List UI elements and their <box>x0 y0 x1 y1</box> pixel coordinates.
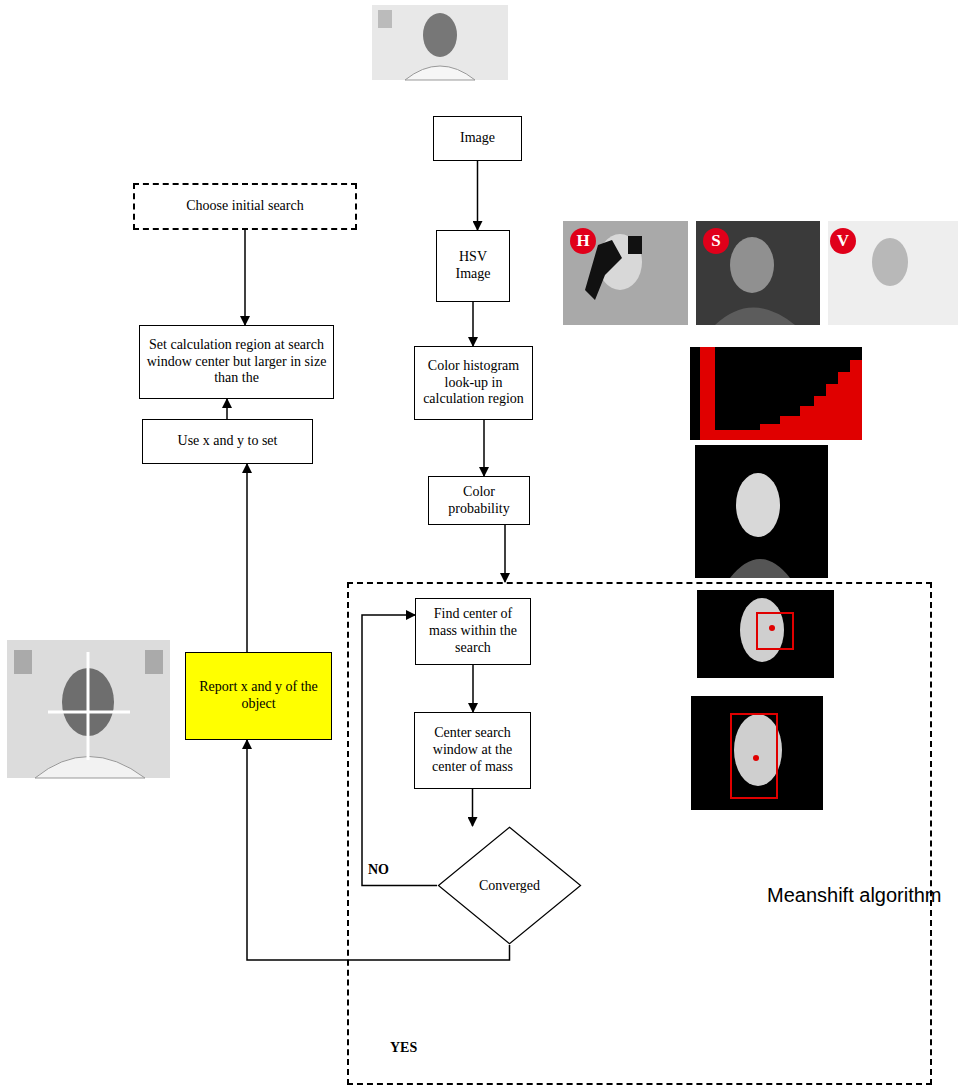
s-badge <box>703 228 729 254</box>
node-text: Find center of mass within the search <box>420 606 526 656</box>
v-face <box>872 238 908 286</box>
process-box: Center search window at the center of ma… <box>414 712 531 789</box>
diamond-shape <box>438 827 580 944</box>
flow-arrow <box>477 161 479 230</box>
node-text: Converged <box>479 878 540 894</box>
mass-ground <box>697 590 834 678</box>
crosshair <box>48 711 130 714</box>
channel-letter: V <box>830 228 856 254</box>
photo-head <box>423 13 457 57</box>
crosshair <box>87 652 90 760</box>
flow-arrow <box>472 665 474 712</box>
centered-window-image <box>691 696 823 810</box>
result-body <box>35 757 145 779</box>
region-title: Meanshift algorithm <box>767 884 942 907</box>
node-text: Set calculation region at search window … <box>144 337 329 387</box>
result-photo <box>7 640 170 778</box>
v-image <box>828 221 958 325</box>
photo-ground <box>372 5 508 80</box>
process-box: Set calculation region at search window … <box>139 325 334 399</box>
histogram-bars <box>700 347 862 440</box>
center-mass-image <box>697 590 834 678</box>
process-box: Image <box>433 116 522 161</box>
channel-letter: H <box>570 228 596 254</box>
decision-diamond: Converged <box>437 826 582 945</box>
flow-arrow <box>246 464 248 652</box>
photo-body <box>405 66 475 80</box>
node-text: Image <box>460 130 495 147</box>
search-window <box>757 613 793 649</box>
node-text: HSV Image <box>441 249 505 283</box>
result-poster <box>14 650 32 674</box>
channel-letter: S <box>703 228 729 254</box>
v-ground <box>828 221 958 325</box>
s-ground <box>696 221 820 325</box>
top-photo <box>372 5 508 80</box>
photo-poster <box>378 10 392 28</box>
probability-image <box>695 445 828 578</box>
process-box: Color probability <box>428 476 530 525</box>
h-dark <box>628 236 642 254</box>
h-image <box>563 221 688 325</box>
search-window <box>731 714 777 798</box>
node-text: Choose initial search <box>186 198 303 215</box>
s-face <box>730 237 774 293</box>
result-poster <box>145 650 163 674</box>
window-ground <box>691 696 823 810</box>
histogram-ground <box>690 347 862 440</box>
v-badge <box>830 228 856 254</box>
flow-arrow <box>483 420 485 476</box>
flow-arrow <box>472 789 474 826</box>
h-badge <box>570 228 596 254</box>
start-box: Choose initial search <box>133 183 357 230</box>
flow-arrow <box>472 302 474 346</box>
histogram-image <box>690 347 862 440</box>
node-text: Color probability <box>433 484 525 518</box>
node-text: Use x and y to set <box>178 433 278 450</box>
window-face <box>734 714 782 786</box>
node-text: Report x and y of the object <box>190 679 327 713</box>
mass-face <box>740 598 784 662</box>
window-dot <box>753 755 759 761</box>
probability-ground <box>695 445 828 578</box>
process-box: Color histogram look-up in calculation r… <box>414 346 533 420</box>
node-text: Center search window at the center of ma… <box>419 725 526 775</box>
s-image <box>696 221 820 325</box>
flow-arrow <box>244 230 246 325</box>
process-box: Use x and y to set <box>142 419 313 464</box>
process-box: Find center of mass within the search <box>415 598 531 665</box>
probability-neck <box>730 559 790 578</box>
process-box: HSV Image <box>436 230 510 302</box>
h-ground <box>563 221 688 325</box>
output-box: Report x and y of the object <box>185 652 332 740</box>
s-body <box>715 308 795 326</box>
mass-dot <box>769 625 775 631</box>
node-text: Color histogram look-up in calculation r… <box>419 358 528 408</box>
edge-label: NO <box>366 862 391 878</box>
flow-arrow <box>504 525 506 582</box>
algorithm-region: Meanshift algorithmFind center of mass w… <box>347 582 932 1085</box>
flow-arrow <box>226 399 228 419</box>
probability-face <box>736 473 780 537</box>
result-ground <box>7 640 170 778</box>
edge-label: YES <box>388 1040 419 1056</box>
